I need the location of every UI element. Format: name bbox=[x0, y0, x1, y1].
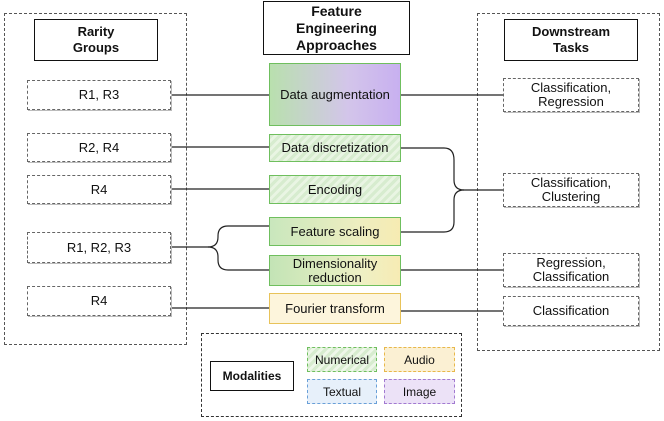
approach-dimensionality-reduction: Dimensionality reduction bbox=[269, 255, 401, 286]
link-discretization-clustering bbox=[401, 147, 503, 191]
modalities-legend bbox=[201, 333, 462, 417]
approaches-title: Feature Engineering Approaches bbox=[263, 1, 410, 55]
rarity-row-1: R1, R3 bbox=[27, 80, 171, 110]
downstream-item-1: Classification, Regression bbox=[503, 78, 639, 112]
rarity-row-2: R2, R4 bbox=[27, 133, 171, 162]
rarity-groups-title: Rarity Groups bbox=[34, 19, 158, 61]
rarity-row-5: R4 bbox=[27, 286, 171, 316]
legend-image: Image bbox=[384, 379, 455, 404]
downstream-item-2: Classification, Clustering bbox=[503, 173, 639, 207]
downstream-item-3: Regression, Classification bbox=[503, 253, 639, 287]
legend-audio: Audio bbox=[384, 347, 455, 372]
approach-feature-scaling: Feature scaling bbox=[269, 217, 401, 246]
link-scaling-clustering bbox=[401, 189, 465, 233]
downstream-item-4: Classification bbox=[503, 296, 639, 326]
downstream-tasks-title: Downstream Tasks bbox=[504, 19, 638, 61]
modalities-title: Modalities bbox=[210, 361, 294, 391]
rarity-group bbox=[4, 13, 187, 345]
link-r1r2r3-split bbox=[172, 225, 269, 248]
rarity-row-4: R1, R2, R3 bbox=[27, 232, 171, 263]
approach-data-augmentation: Data augmentation bbox=[269, 63, 401, 126]
link-r1r2r3-dimred bbox=[207, 246, 269, 271]
rarity-row-3: R4 bbox=[27, 175, 171, 204]
approach-fourier-transform: Fourier transform bbox=[269, 293, 401, 324]
approach-encoding: Encoding bbox=[269, 175, 401, 204]
downstream-group bbox=[477, 13, 660, 351]
legend-numerical: Numerical bbox=[307, 347, 377, 372]
legend-textual: Textual bbox=[307, 379, 377, 404]
approach-data-discretization: Data discretization bbox=[269, 134, 401, 162]
